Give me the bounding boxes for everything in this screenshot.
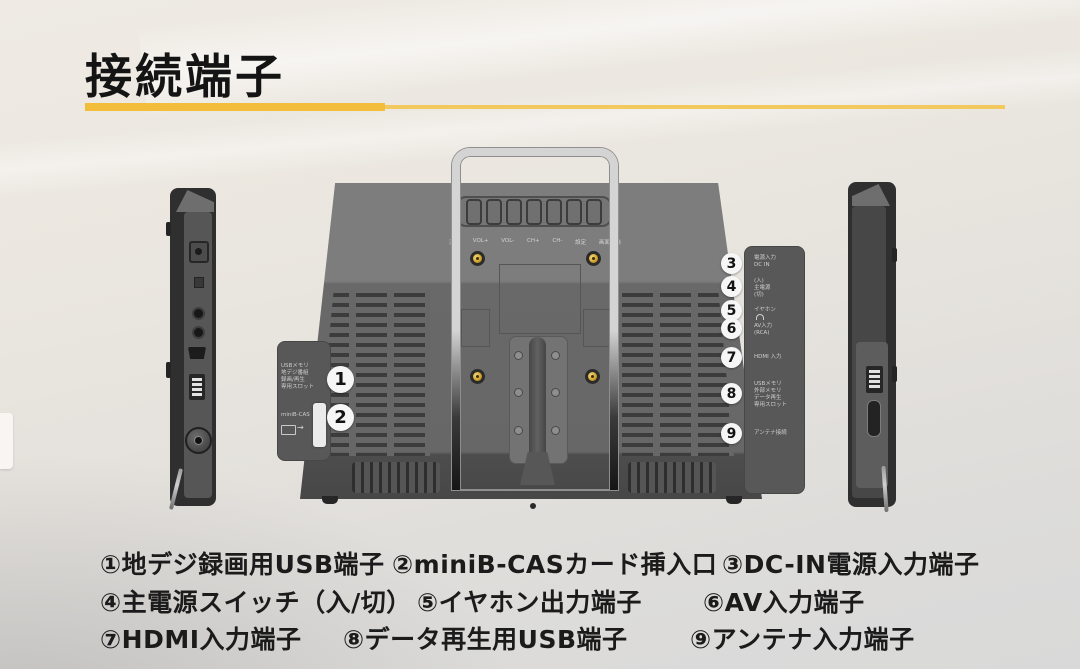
label-earphone: イヤホン [754, 307, 776, 322]
button-label-voldown: VOL- [501, 238, 515, 244]
button-label-chdown: CH- [552, 238, 563, 244]
legend-item-9: ⑨アンテナ入力端子 [690, 625, 915, 654]
plate-screw [551, 388, 560, 397]
minibcas-slot[interactable] [313, 403, 326, 447]
rear-button[interactable] [466, 198, 482, 225]
title-underline-thin [385, 105, 1005, 109]
plate-screw [514, 351, 523, 360]
callout-9: 9 [721, 423, 742, 444]
bottom-screw [530, 503, 536, 509]
plate-screw [551, 351, 560, 360]
legend-item-7: ⑦HDMI入力端子 [100, 625, 302, 654]
callout-8: 8 [721, 383, 742, 404]
label-usb-rec-slot: USBメモリ地デジ番組録画/再生専用スロット [281, 363, 315, 390]
button-label-chup: CH+ [526, 238, 540, 244]
label-av-in: AV入力(RCA) [754, 323, 773, 336]
side-button[interactable] [892, 248, 897, 262]
usb-rec-port[interactable] [189, 374, 205, 400]
insert-arrow-icon: → [297, 423, 304, 432]
left-edge-tab [0, 413, 13, 469]
rear-button[interactable] [526, 198, 542, 225]
mount-screw [585, 369, 600, 384]
callout-7: 7 [721, 347, 742, 368]
mount-outline [499, 264, 581, 334]
callout-1: 1 [327, 366, 354, 393]
mount-outline [461, 309, 490, 347]
callout-2: 2 [327, 404, 354, 431]
hdmi-port[interactable] [188, 347, 206, 359]
rear-button[interactable] [546, 198, 562, 225]
legend-item-2: ②miniB-CASカード挿入口 [392, 550, 718, 579]
side-button[interactable] [892, 366, 897, 382]
label-main-power: (入)主電源(切) [754, 278, 771, 298]
legend-item-5: ⑤イヤホン出力端子 [417, 588, 642, 617]
av-in-jack-port[interactable] [192, 326, 205, 339]
legend-item-3: ③DC-IN電源入力端子 [722, 550, 980, 579]
mount-screw [586, 251, 601, 266]
dc-in-port[interactable] [189, 241, 209, 263]
label-antenna: アンテナ接続 [754, 430, 787, 436]
stand-column [529, 337, 546, 455]
power-switch[interactable] [194, 277, 204, 288]
legend-item-6: ⑥AV入力端子 [703, 588, 865, 617]
stand-foot [726, 496, 742, 504]
side-button[interactable] [166, 222, 171, 236]
speaker-grille-right [622, 290, 734, 456]
label-hdmi-in: HDMI 入力 [754, 354, 782, 360]
usb-pins [192, 378, 202, 396]
usb-pins [869, 370, 880, 389]
callout-3: 3 [721, 253, 742, 274]
carry-handle[interactable] [452, 148, 618, 490]
plate-screw [514, 388, 523, 397]
rear-button-row [456, 196, 612, 227]
rear-button[interactable] [486, 198, 502, 225]
minibcas-slot-side[interactable] [867, 400, 881, 437]
button-label-setup: 設定 [575, 240, 587, 246]
rear-button[interactable] [566, 198, 582, 225]
minibcas-card-icon [281, 425, 296, 435]
callout-6: 6 [721, 318, 742, 339]
legend-item-8: ⑧データ再生用USB端子 [343, 625, 628, 654]
legend-item-1: ①地デジ録画用USB端子 [100, 550, 385, 579]
callout-5: 5 [721, 300, 742, 321]
label-usb-play-slot: USBメモリ外部メモリデータ再生専用スロット [754, 381, 788, 408]
bottom-vent-right [628, 462, 716, 493]
plate-screw [551, 426, 560, 435]
handle-leg [452, 330, 460, 490]
page-title: 接続端子 [85, 50, 285, 105]
title-underline-thick [85, 103, 385, 111]
earphone-jack-port[interactable] [192, 307, 205, 320]
stand-foot [322, 496, 338, 504]
usb-play-port[interactable] [866, 366, 883, 393]
callout-4: 4 [721, 276, 742, 297]
label-minibcas: miniB-CAS [281, 412, 310, 418]
headphone-icon [756, 314, 764, 320]
rear-button[interactable] [586, 198, 602, 225]
plate-screw [514, 426, 523, 435]
mount-screw [470, 251, 485, 266]
side-button[interactable] [166, 362, 171, 378]
button-label-volup: VOL+ [472, 238, 489, 244]
right-connector-panel [744, 246, 805, 494]
antenna-port[interactable] [185, 427, 212, 454]
rear-button[interactable] [506, 198, 522, 225]
bottom-vent-left [352, 462, 440, 493]
handle-leg [610, 330, 618, 490]
legend-item-4: ④主電源スイッチ（入/切） [100, 588, 412, 617]
button-label-screen: 画面切換 [598, 240, 621, 246]
mount-screw [470, 369, 485, 384]
